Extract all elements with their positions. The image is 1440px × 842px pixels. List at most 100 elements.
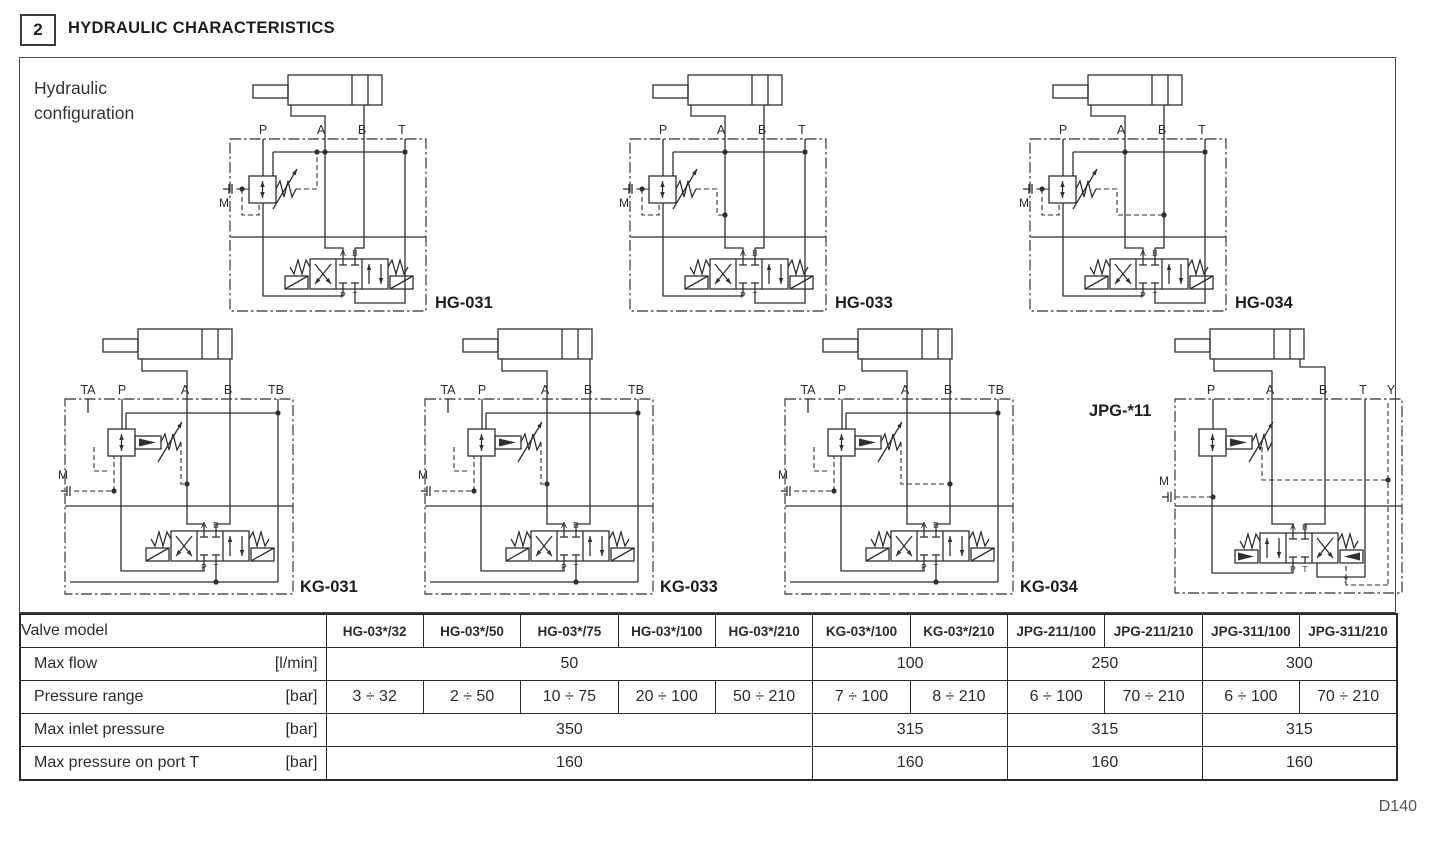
spec-cell: 20 ÷ 100 [617,680,716,714]
cylinder-symbol [462,328,593,360]
svg-text:A: A [1140,248,1146,258]
svg-text:P: P [1140,290,1146,300]
svg-text:A: A [1290,522,1296,532]
diagram-label: KG-034 [1020,578,1079,596]
spec-column-header: HG-03*/75 [520,613,619,648]
row-unit: [l/min] [274,655,318,672]
pressure-reducing-valve-symbol [467,421,543,463]
spec-cell: 50 [325,647,814,681]
cylinder-symbol [252,74,383,106]
circuit-lines [784,359,1014,595]
svg-text:A: A [1117,123,1126,137]
spec-cell: 100 [812,647,1009,681]
svg-text:y: y [1344,573,1349,583]
page-code: D140 [1378,798,1417,815]
section-title: HYDRAULIC CHARACTERISTICS [68,19,335,37]
svg-text:P: P [921,562,927,572]
svg-text:P: P [740,290,746,300]
spec-cell: 300 [1201,647,1398,681]
row-unit: [bar] [285,688,318,705]
spec-cell: 70 ÷ 210 [1104,680,1203,714]
svg-text:P: P [259,123,267,137]
spec-cell: 50 ÷ 210 [714,680,814,714]
svg-text:M: M [1019,196,1029,210]
pressure-reducing-valve-symbol [827,421,903,463]
svg-text:M: M [58,468,68,482]
svg-text:T: T [752,290,757,300]
svg-text:B: B [1319,383,1327,397]
pressure-reducing-valve-symbol [1048,168,1098,210]
spec-column-header: JPG-211/100 [1007,613,1106,648]
row-label-cell: Max flow [l/min] [19,647,327,681]
svg-text:B: B [352,248,358,258]
svg-text:M: M [418,468,428,482]
svg-text:T: T [1198,123,1206,137]
svg-text:B: B [933,520,939,530]
spec-cell: 6 ÷ 100 [1201,680,1301,714]
svg-text:M: M [619,196,629,210]
gauge-port-symbol: M [418,468,431,496]
svg-text:B: B [758,123,766,137]
spec-cell: 315 [812,713,1009,747]
svg-text:T: T [933,562,938,572]
pressure-reducing-valve-symbol [648,168,698,210]
svg-text:TA: TA [800,383,816,397]
diagram-label: KG-031 [300,578,358,596]
spec-column-header: KG-03*/210 [909,613,1009,648]
gauge-port-symbol: M [778,468,791,496]
pressure-reducing-valve-symbol [107,421,183,463]
section-number: 2 [33,20,43,39]
svg-text:M: M [219,196,229,210]
circuit-lines [229,105,427,312]
section-number-box: 2 [20,14,56,46]
diagram-label: HG-033 [835,294,893,312]
svg-text:T: T [213,562,218,572]
svg-text:P: P [561,562,567,572]
spec-column-header: HG-03*/50 [422,613,522,648]
diagram-label: KG-033 [660,578,718,596]
svg-text:A: A [901,383,910,397]
cylinder-symbol [652,74,783,106]
row-label: Max flow [34,655,98,672]
corner-label: Valve model [19,613,327,648]
row-label-cell: Max pressure on port T[bar] [19,746,327,781]
svg-text:TB: TB [268,383,284,397]
spec-cell: 3 ÷ 32 [325,680,424,714]
svg-text:A: A [561,520,567,530]
row-label-cell: Max inlet pressure[bar] [19,713,327,747]
row-label: Max inlet pressure [34,721,165,738]
spec-cell: 315 [1201,713,1398,747]
svg-text:P: P [659,123,667,137]
svg-text:P: P [478,383,486,397]
spec-cell: 160 [1007,746,1203,781]
spec-cell: 315 [1007,713,1203,747]
svg-text:P: P [1207,383,1215,397]
svg-text:A: A [740,248,746,258]
circuit-lines [64,359,294,595]
cylinder-symbol [822,328,953,360]
row-unit: [bar] [285,754,318,771]
spec-column-header: JPG-211/210 [1104,613,1203,648]
svg-text:A: A [541,383,550,397]
svg-text:B: B [573,520,579,530]
spec-column-header: JPG-311/100 [1201,613,1301,648]
gauge-port-symbol: M [619,184,633,210]
svg-text:A: A [317,123,326,137]
spec-cell: 160 [1201,746,1398,781]
pressure-reducing-valve-symbol [248,168,298,210]
svg-text:B: B [584,383,592,397]
